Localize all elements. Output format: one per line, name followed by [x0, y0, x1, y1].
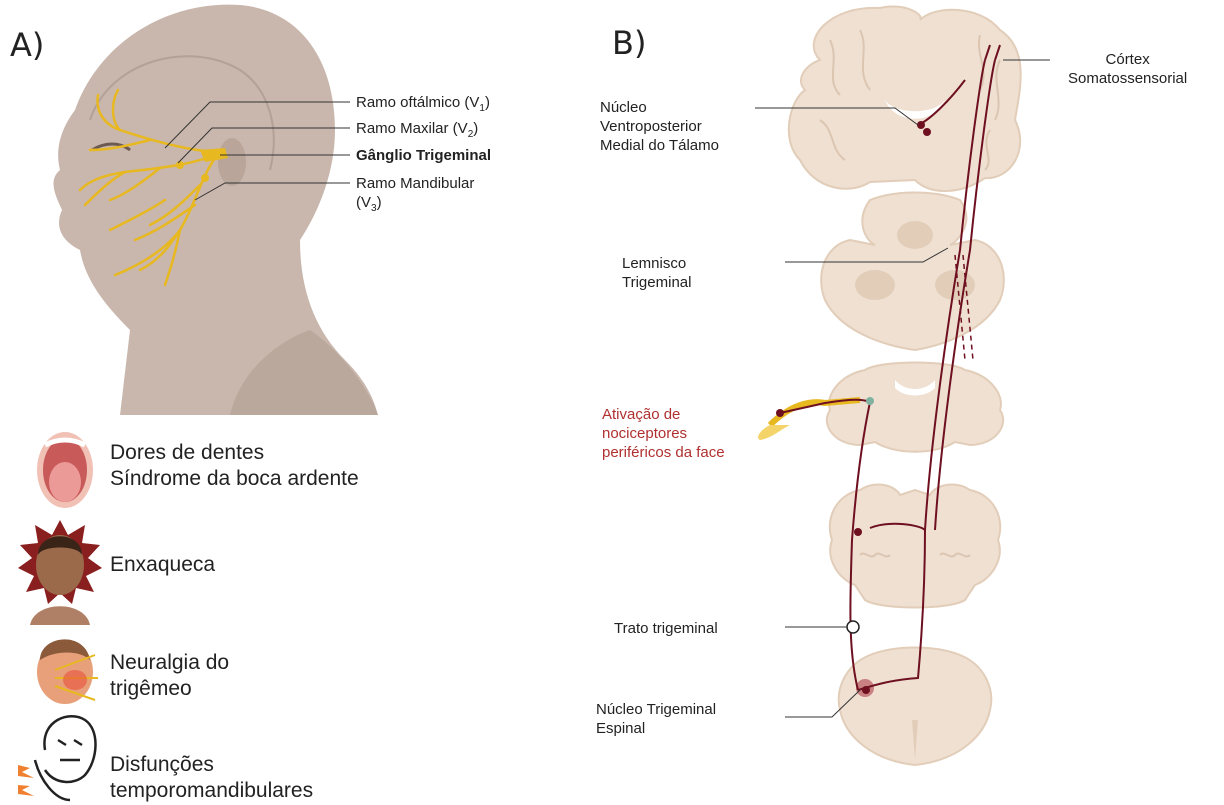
tmj-pain-icon [18, 765, 34, 796]
condition-migraine: Enxaqueca [110, 552, 215, 578]
neuralgia-icon [37, 639, 98, 704]
brain-section [789, 6, 1021, 191]
label-spinal-trigeminal-nucleus: Núcleo Trigeminal Espinal [596, 700, 716, 738]
ganglion-dot-1 [176, 161, 184, 169]
label-mandibular: Ramo Mandibular (V3) [356, 174, 474, 218]
label-trigeminal-tract: Trato trigeminal [614, 619, 718, 638]
aqueduct [897, 221, 933, 249]
condition-tmj: Disfunções temporomandibulares [110, 752, 313, 804]
migraine-icon [18, 520, 102, 625]
label-ophthalmic: Ramo oftálmico (V1) [356, 93, 490, 118]
neuron-cell-body-2 [854, 528, 862, 536]
label-cortex: Córtex Somatossensorial [1068, 50, 1187, 88]
panel-b-letter: B) [612, 26, 646, 60]
label-maxillary: Ramo Maxilar (V2) [356, 119, 478, 144]
tract-marker [847, 621, 859, 633]
label-nociceptor-activation: Ativação de nociceptores periféricos da … [602, 405, 725, 462]
pons-section [827, 363, 1003, 452]
mouth-icon [37, 432, 93, 508]
ear [218, 138, 246, 186]
thalamus-neuron-2 [923, 128, 931, 136]
label-ganglion: Gânglio Trigeminal [356, 146, 491, 165]
condition-toothache: Dores de dentes Síndrome da boca ardente [110, 440, 359, 492]
peripheral-nerve-terminal [758, 425, 790, 440]
midbrain-section [821, 193, 1004, 351]
tmj-icon [35, 716, 96, 800]
neuron-cell-body-3 [862, 686, 870, 694]
condition-neuralgia: Neuralgia do trigêmeo [110, 650, 229, 702]
midbrain-nucleus-left [855, 270, 895, 300]
label-trigeminal-lemniscus: Lemnisco Trigeminal [622, 254, 691, 292]
neuron-cell-body-1 [776, 409, 784, 417]
nucleus-marker [866, 397, 874, 405]
ganglion-dot-2 [201, 174, 209, 182]
thalamus-neuron-1 [917, 121, 925, 129]
label-vpm-thalamus: Núcleo Ventroposterior Medial do Tálamo [600, 98, 719, 155]
